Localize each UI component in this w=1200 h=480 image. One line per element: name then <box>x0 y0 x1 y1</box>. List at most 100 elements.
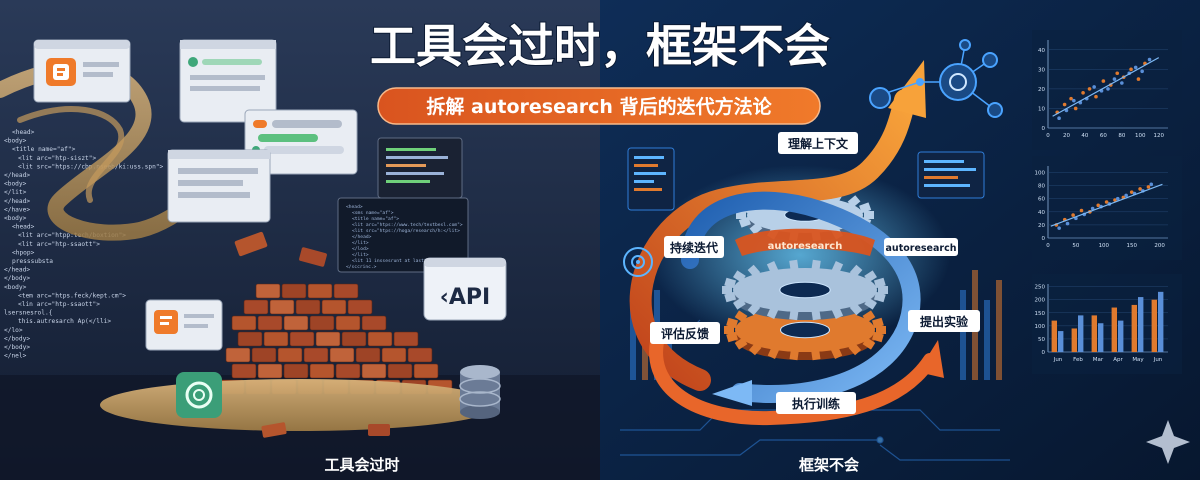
bar <box>1051 320 1057 352</box>
lower-arrow-head <box>918 340 944 378</box>
scatter-point <box>1120 81 1124 85</box>
chat-window-3 <box>167 149 271 223</box>
api-bracket-icon: ‹ <box>440 285 449 310</box>
scatter-point <box>1104 200 1109 204</box>
scatter-point <box>1057 226 1061 230</box>
x-tick-label: 0 <box>1046 243 1050 249</box>
code-line-mid: </sccrinc.> <box>346 264 377 270</box>
chart-panel <box>1032 156 1182 260</box>
bar <box>1111 307 1117 352</box>
scatter-point <box>1149 182 1154 187</box>
code-line-mid: <lit src="htps://hoga/research/h:</lit> <box>352 228 460 234</box>
y-tick-label: 0 <box>1042 350 1046 356</box>
x-tick-label: Feb <box>1073 357 1083 363</box>
brick <box>281 283 307 299</box>
y-tick-label: 100 <box>1035 324 1046 330</box>
sand-swirl-inner <box>17 106 125 203</box>
scatter-point <box>1124 193 1128 198</box>
code-line-left: <hpop> <box>12 249 35 256</box>
svg-text:‹API: ‹API <box>440 285 490 310</box>
x-tick-label: 20 <box>1063 133 1070 139</box>
brick <box>347 299 373 315</box>
brick <box>367 331 393 347</box>
sand-pile <box>100 379 500 431</box>
api-card: ‹API <box>423 257 507 321</box>
y-tick-label: 250 <box>1035 285 1046 291</box>
subtitle: 拆解 autoresearch 背后的迭代方法论 <box>426 95 772 118</box>
code-panel-right-2 <box>917 151 985 199</box>
svg-text:持续迭代: 持续迭代 <box>670 240 718 255</box>
code-line-left: </lo> <box>4 327 23 334</box>
brick <box>307 283 333 299</box>
scatter-point <box>1073 106 1078 111</box>
brick <box>225 347 251 363</box>
code-line-left: <head> <box>12 129 35 136</box>
y-tick-label: 20 <box>1038 223 1045 229</box>
scatter-point <box>1079 208 1084 213</box>
y-tick-label: 40 <box>1038 210 1045 216</box>
brick <box>355 347 381 363</box>
x-tick-label: 60 <box>1100 133 1107 139</box>
scatter-point <box>1146 185 1151 189</box>
svg-text:执行训练: 执行训练 <box>792 396 840 411</box>
brick <box>243 299 269 315</box>
blue-spiral-arrow <box>681 191 921 403</box>
brick <box>231 363 257 379</box>
svg-text:提出实验: 提出实验 <box>920 314 969 329</box>
code-line-mid: </head> <box>352 234 372 240</box>
subtitle-pill: 拆解 autoresearch 背后的迭代方法论 <box>377 87 821 125</box>
scatter-point <box>1113 198 1117 202</box>
browser-window-1 <box>33 39 131 103</box>
code-line-mid: </lod> <box>352 246 369 252</box>
x-tick-label: 50 <box>1072 243 1079 249</box>
lower-orange-arrow <box>649 323 937 426</box>
brick <box>283 315 309 331</box>
brick <box>361 315 387 331</box>
scatter-point <box>1094 94 1098 99</box>
label-evaluate-feedback: 评估反馈 <box>650 322 720 344</box>
brick <box>251 347 277 363</box>
brick <box>335 315 361 331</box>
chat-window-1 <box>179 39 277 123</box>
code-line-left: </body> <box>4 344 30 351</box>
scatter-point <box>1092 85 1096 89</box>
brick <box>387 363 413 379</box>
brick <box>277 347 303 363</box>
brick <box>335 363 361 379</box>
sparkle-icon <box>1146 420 1190 464</box>
gear <box>722 259 888 321</box>
code-line-left: <lit arc="htp-ssaott"> <box>18 241 100 248</box>
bar <box>1098 323 1104 352</box>
code-line-mid: </lit> <box>352 240 369 246</box>
svg-text:理解上下文: 理解上下文 <box>788 136 849 151</box>
brick <box>269 299 295 315</box>
flying-bricks <box>234 231 390 438</box>
y-tick-label: 20 <box>1038 87 1045 93</box>
y-tick-label: 200 <box>1035 298 1046 304</box>
code-line-left: <body> <box>4 284 27 291</box>
code-line-mid: <lit 11 inssesrunt at lastt <box>352 258 427 264</box>
scatter-point <box>1129 190 1134 194</box>
brick <box>333 283 359 299</box>
bar <box>1078 315 1084 352</box>
brick <box>407 347 433 363</box>
y-tick-label: 30 <box>1038 67 1045 73</box>
brick <box>329 347 355 363</box>
brick <box>309 363 335 379</box>
x-tick-label: May <box>1132 357 1144 363</box>
scatter-point <box>1140 69 1144 74</box>
database-icon <box>459 365 501 419</box>
code-panel-right-1 <box>627 147 675 211</box>
y-tick-label: 0 <box>1042 126 1046 132</box>
scatter-point <box>1138 187 1142 191</box>
x-tick-label: 100 <box>1099 243 1110 249</box>
x-tick-label: Jun <box>1153 357 1163 363</box>
code-line-left: </nel> <box>4 353 27 360</box>
svg-text:评估反馈: 评估反馈 <box>661 326 709 341</box>
right-caption: 框架不会 <box>799 456 859 474</box>
code-line-left: <lin arc="htp-ssaott"> <box>18 301 100 308</box>
scatter-point <box>1136 77 1141 81</box>
brick <box>303 347 329 363</box>
brick <box>263 331 289 347</box>
